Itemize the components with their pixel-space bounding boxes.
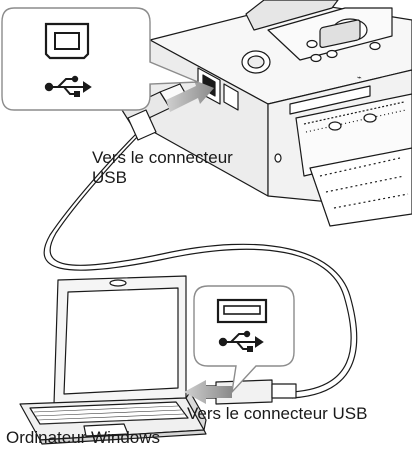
usb-type-b-port-icon: [44, 22, 90, 60]
arrow-left-icon: [184, 380, 232, 404]
computer-port-callout: [193, 285, 295, 395]
laptop-computer: [19, 275, 207, 445]
usb-cable: [43, 127, 358, 399]
printer-port-callout: [1, 7, 199, 111]
computer-connector-label: Vers le connecteur USB: [187, 404, 368, 423]
arrow-right-icon: [166, 80, 214, 112]
usb-symbol-icon: [44, 75, 92, 97]
printer-connector-label: Vers le connecteur USB: [92, 148, 233, 187]
photo-printer: ⌁: [149, 0, 412, 227]
usb-symbol-icon: [218, 330, 264, 352]
computer-label: Ordinateur Windows: [6, 428, 161, 447]
usb-type-a-port-icon: [216, 298, 268, 324]
svg-text:⌁: ⌁: [357, 73, 362, 82]
